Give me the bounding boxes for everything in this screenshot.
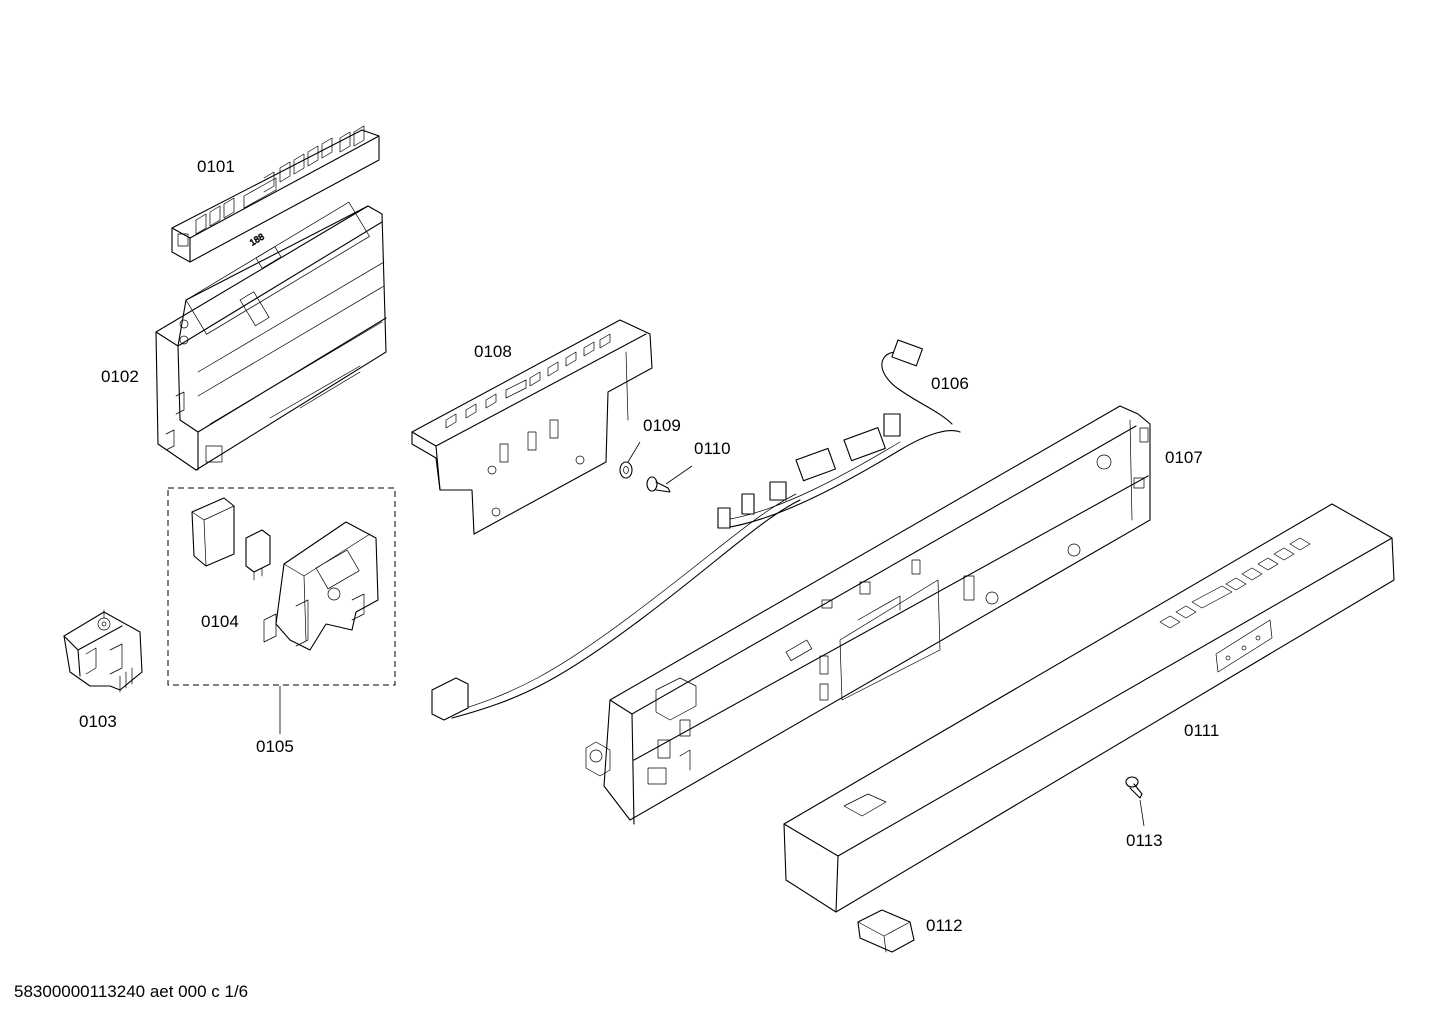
part-0103-dispenser-actuator	[63, 609, 143, 693]
part-0112-clip	[857, 909, 915, 953]
part-0101-key-strip	[171, 125, 380, 263]
part-0111-front-panel	[783, 503, 1395, 913]
part-0106-wiring-harness	[431, 339, 961, 721]
label-0104: 0104	[201, 612, 239, 631]
part-0102-control-module: 188	[155, 201, 387, 471]
label-0111: 0111	[1184, 721, 1219, 740]
label-0107: 0107	[1165, 448, 1203, 467]
part-0110-screw	[646, 476, 671, 493]
svg-text:188: 188	[248, 231, 266, 247]
label-0110: 0110	[694, 439, 731, 458]
label-0108: 0108	[474, 342, 512, 361]
label-0112: 0112	[926, 916, 963, 935]
drawing-reference-footer: 58300000113240 aet 000 c 1/6	[14, 982, 248, 1001]
part-0107-panel-frame	[585, 405, 1151, 825]
label-0106: 0106	[931, 374, 969, 393]
part-0113-screw	[1125, 776, 1143, 799]
label-0103: 0103	[79, 712, 117, 731]
label-0101: 0101	[197, 157, 235, 176]
part-0108-bracket	[411, 319, 653, 535]
part-0109-washer	[619, 461, 633, 479]
part-0105-door-lock	[263, 521, 379, 651]
label-0109: 0109	[643, 416, 681, 435]
label-0102: 0102	[101, 367, 139, 386]
label-0113: 0113	[1126, 831, 1163, 850]
part-0104-relay	[191, 497, 271, 581]
leader-lines	[279, 441, 1145, 827]
group-0105-box	[167, 487, 396, 686]
label-0105: 0105	[256, 737, 294, 756]
